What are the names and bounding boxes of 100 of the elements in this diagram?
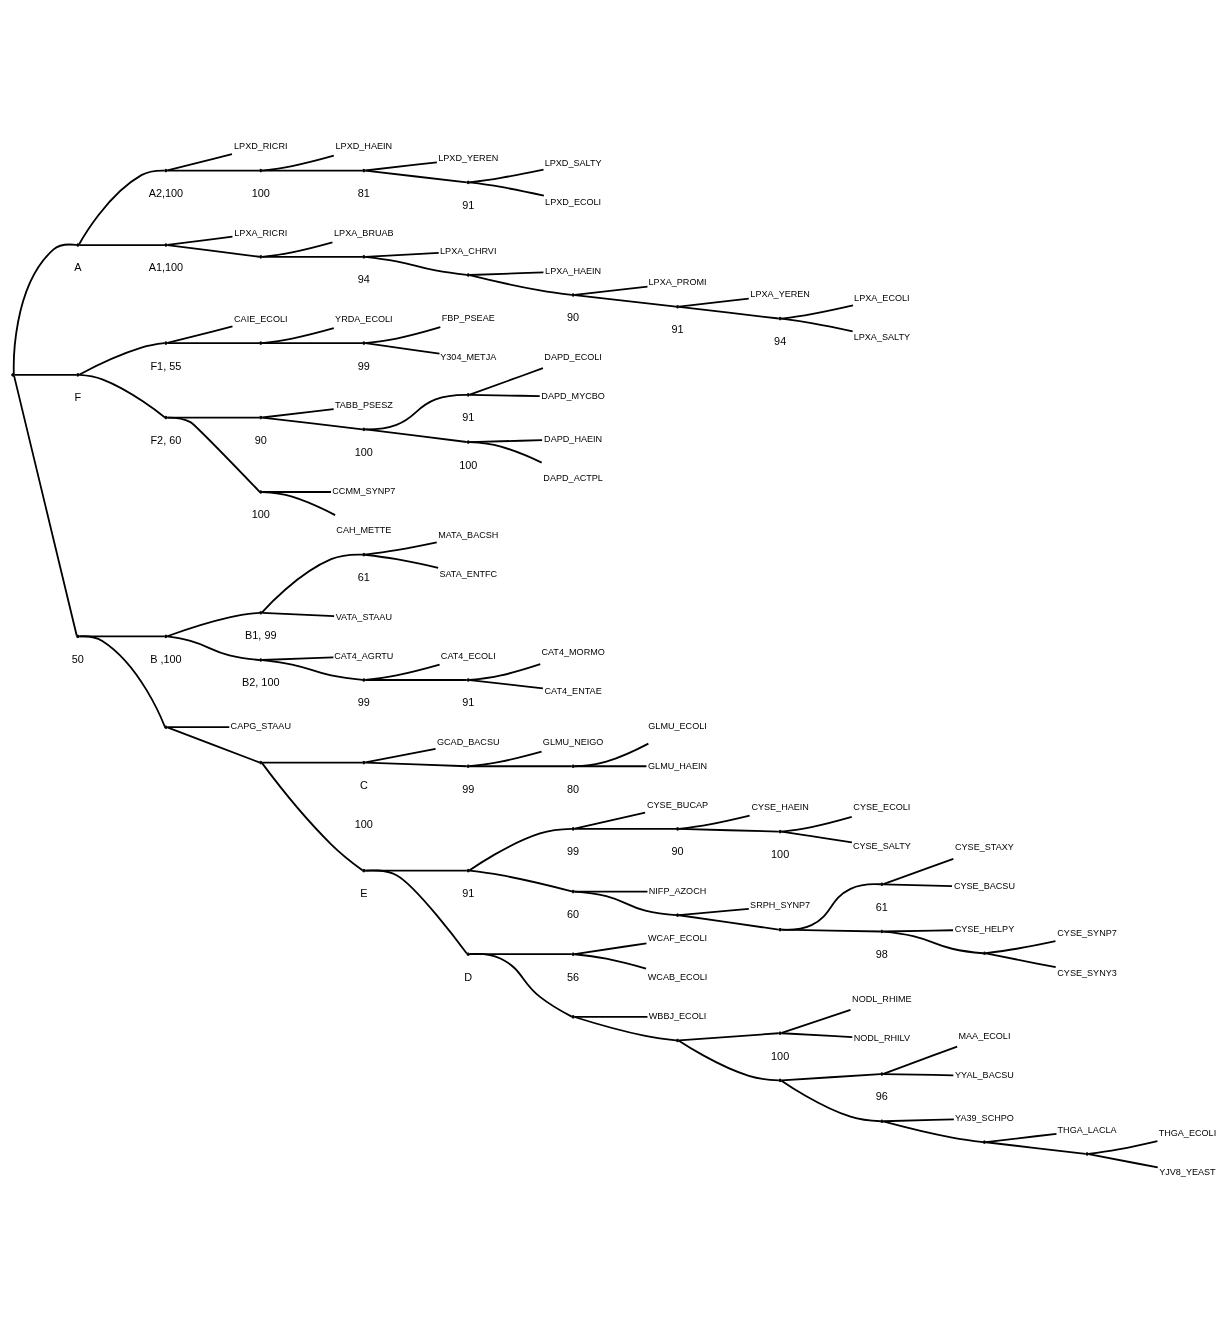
node-label: 100 — [771, 1049, 790, 1062]
node-text: GCAD_BACSU — [436, 736, 500, 747]
connector — [468, 952, 573, 1017]
node-text: SRPH_SYNP7 — [750, 899, 811, 910]
node-point — [778, 927, 782, 931]
node-label: 60 — [567, 907, 580, 920]
node-text: LPXA_RICRI — [234, 227, 288, 238]
node-text: YJV8_YEAST — [1159, 1166, 1216, 1177]
connector — [882, 857, 955, 885]
node-label: 96 — [875, 1089, 888, 1102]
node-point — [571, 951, 575, 956]
node-label: 99 — [357, 359, 370, 372]
node-text: CYSE_HELPY — [954, 923, 1015, 934]
node-text: CYSE_ECOLI — [853, 801, 911, 812]
node-text: CCMM_SYNP7 — [332, 485, 396, 496]
node-label: B2, 100 — [242, 675, 280, 688]
connector — [166, 341, 261, 344]
connector — [261, 553, 364, 613]
node-text: NODL_RHILV — [853, 1032, 911, 1043]
connector — [985, 1132, 1058, 1143]
node-text: CAIE_ECOLI — [234, 313, 288, 324]
node-text: YRDA_ECOLI — [335, 313, 393, 324]
node-text: CYSE_SYNY3 — [1057, 967, 1117, 978]
connector — [261, 407, 335, 418]
node-text: GLMU_NEIGO — [542, 736, 604, 747]
node-point — [259, 610, 263, 615]
connector — [364, 341, 441, 355]
node-point — [675, 304, 680, 309]
connector — [364, 678, 468, 681]
node-label: 91 — [462, 410, 475, 423]
node-point — [164, 242, 168, 247]
node-label: 61 — [357, 570, 370, 583]
node-label: C — [359, 778, 368, 791]
node-text: WCAF_ECOLI — [648, 932, 708, 943]
node-label: 50 — [71, 652, 84, 665]
node-point — [778, 316, 782, 320]
node-text: LPXD_ECOLI — [545, 196, 602, 207]
node-point — [675, 826, 680, 831]
node-point — [982, 951, 987, 955]
node-label: 56 — [567, 970, 580, 983]
connector — [261, 416, 364, 430]
node-point — [362, 254, 366, 259]
node-text: TABB_PSESZ — [334, 399, 393, 410]
node-point — [259, 760, 263, 764]
node-point — [675, 912, 680, 917]
node-label: 90 — [567, 310, 580, 323]
connector — [78, 169, 166, 245]
node-point — [362, 760, 366, 764]
node-label: 94 — [357, 272, 370, 285]
node-text: CYSE_STAXY — [955, 841, 1014, 852]
node-point — [362, 168, 366, 172]
node-label: 100 — [354, 817, 373, 830]
node-point — [778, 1030, 782, 1035]
node-point — [164, 415, 168, 419]
node-point — [778, 1078, 782, 1082]
connector — [166, 152, 233, 171]
connector — [261, 154, 335, 171]
node-point — [466, 868, 470, 872]
node-label: B ,100 — [150, 652, 182, 665]
node-label: 98 — [875, 947, 888, 960]
node-label: D — [464, 970, 473, 983]
node-text: CAPG_STAAU — [230, 720, 291, 731]
node-point — [259, 340, 263, 345]
connector — [261, 490, 337, 516]
node-point — [571, 826, 575, 831]
node-text: LPXA_ECOLI — [854, 292, 910, 303]
connector — [573, 827, 677, 830]
node-point — [880, 882, 884, 886]
node-text: WBBJ_ECOLI — [648, 1010, 707, 1021]
node-point — [259, 415, 263, 419]
node-text: CYSE_BACSU — [953, 880, 1015, 891]
node-label: E — [360, 886, 368, 899]
node-text: CYSE_SYNP7 — [1057, 927, 1117, 938]
connector — [468, 662, 542, 681]
connector — [364, 553, 440, 569]
node-label: 81 — [357, 186, 370, 199]
node-label: 100 — [459, 458, 478, 470]
connector — [261, 255, 364, 258]
connector — [166, 611, 261, 637]
connector — [882, 1072, 955, 1076]
connector — [573, 811, 646, 830]
connector — [166, 235, 234, 246]
node-label: 99 — [462, 782, 475, 795]
node-text: LPXA_HAEIN — [545, 265, 602, 276]
connector — [780, 928, 882, 932]
connector — [1087, 1139, 1159, 1155]
connector — [780, 1031, 854, 1038]
node-label: 90 — [671, 844, 684, 857]
node-label: 99 — [567, 844, 580, 857]
node-point — [76, 242, 80, 247]
connector — [468, 869, 573, 892]
connector — [261, 240, 334, 258]
node-label: A1,100 — [148, 260, 184, 273]
node-text: LPXD_YEREN — [438, 152, 499, 163]
node-point — [362, 427, 366, 431]
connector — [261, 656, 335, 661]
connector — [364, 160, 438, 171]
connector — [678, 913, 780, 930]
connector — [985, 1140, 1087, 1155]
node-label: 100 — [354, 445, 373, 458]
